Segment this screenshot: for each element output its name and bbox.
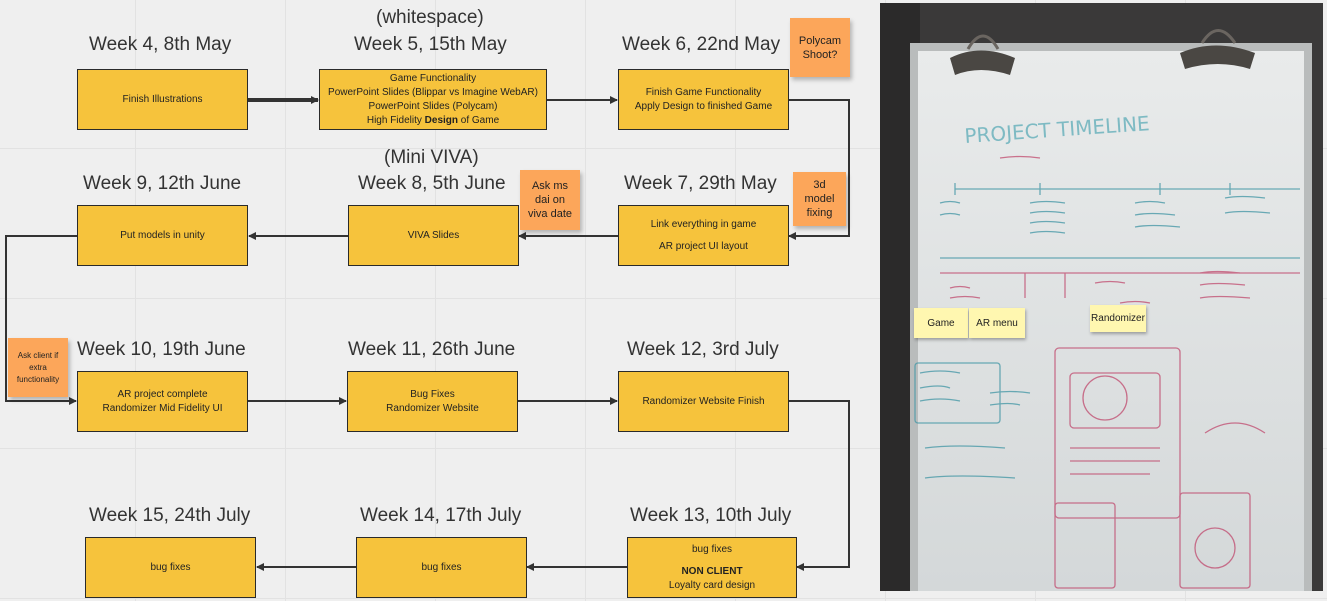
week-11-title: Week 11, 26th June <box>348 339 516 360</box>
sticky-model-fixing-line-3: fixing <box>806 207 833 219</box>
week-6-task-1: Finish Game Functionality <box>645 86 762 98</box>
photo-note-ar-menu: AR menu <box>969 308 1025 338</box>
photo-note-randomizer: Randomizer <box>1090 305 1146 332</box>
sticky-ask-client-line-1: Ask client if <box>17 350 59 360</box>
week-9-title: Week 9, 12th June <box>83 173 242 194</box>
week-8-card[interactable]: VIVA Slides <box>348 205 519 266</box>
sticky-ask-ms-dai-line-1: Ask ms <box>531 180 569 192</box>
sticky-3d-model-fixing[interactable]: 3d model fixing <box>793 172 846 226</box>
sticky-polycam[interactable]: Polycam Shoot? <box>790 18 850 77</box>
sticky-polycam-line-2: Shoot? <box>802 48 838 61</box>
week-8-annotation: (Mini VIVA) <box>384 147 479 168</box>
whiteboard-photo: PROJECT TIMELINE Game AR menu Randomizer <box>880 3 1323 591</box>
sticky-ask-ms-dai-line-3: viva date <box>527 208 573 220</box>
week-4-task: Finish Illustrations <box>122 93 203 105</box>
week-5-task-2: PowerPoint Slides (Blippar vs Imagine We… <box>328 86 538 98</box>
week-14-task: bug fixes <box>421 561 462 573</box>
week-11-task-1: Bug Fixes <box>410 388 455 400</box>
week-9-task: Put models in unity <box>120 229 205 241</box>
week-10-task-2: Randomizer Mid Fidelity UI <box>102 402 223 414</box>
week-5-title: Week 5, 15th May <box>354 34 507 55</box>
week-5-task-3: PowerPoint Slides (Polycam) <box>368 100 498 112</box>
week-10-title: Week 10, 19th June <box>77 339 246 360</box>
week-13-task-2: NON CLIENT <box>681 565 743 577</box>
week-6-card[interactable]: Finish Game Functionality Apply Design t… <box>618 69 789 130</box>
week-8-title: Week 8, 5th June <box>358 173 506 194</box>
week-15-title: Week 15, 24th July <box>89 505 251 526</box>
sticky-ask-client-line-3: functionality <box>16 374 60 384</box>
week-4-card[interactable]: Finish Illustrations <box>77 69 248 130</box>
week-5-task-1: Game Functionality <box>389 72 477 84</box>
whiteboard-photo-drawing: PROJECT TIMELINE <box>880 3 1323 591</box>
sticky-ask-ms-dai-line-2: dai on <box>535 194 565 206</box>
sticky-ask-client[interactable]: Ask client if extra functionality <box>8 338 68 397</box>
week-13-task-3: Loyalty card design <box>668 579 756 591</box>
week-11-task-2: Randomizer Website <box>386 402 479 414</box>
week-15-task: bug fixes <box>150 561 191 573</box>
week-14-title: Week 14, 17th July <box>360 505 522 526</box>
photo-note-game: Game <box>914 308 968 338</box>
week-7-card[interactable]: Link everything in game AR project UI la… <box>618 205 789 266</box>
sticky-polycam-line-1: Polycam <box>798 34 842 47</box>
connector-w9-w10 <box>5 235 77 405</box>
week-7-title: Week 7, 29th May <box>624 173 777 194</box>
week-12-task: Randomizer Website Finish <box>642 395 765 407</box>
sticky-ask-ms-dai[interactable]: Ask ms dai on viva date <box>520 170 580 230</box>
sticky-ask-client-line-2: extra <box>29 362 47 372</box>
week-10-card[interactable]: AR project complete Randomizer Mid Fidel… <box>77 371 248 432</box>
week-14-card[interactable]: bug fixes <box>356 537 527 598</box>
sticky-model-fixing-line-2: model <box>804 193 835 205</box>
week-6-title: Week 6, 22nd May <box>622 34 781 55</box>
week-12-card[interactable]: Randomizer Website Finish <box>618 371 789 432</box>
week-5-card[interactable]: Game Functionality PowerPoint Slides (Bl… <box>319 69 547 130</box>
week-5-annotation: (whitespace) <box>376 7 484 28</box>
connector-w12-w13 <box>789 400 850 571</box>
week-8-task: VIVA Slides <box>407 229 460 241</box>
week-13-task-1: bug fixes <box>691 543 733 555</box>
week-9-card[interactable]: Put models in unity <box>77 205 248 266</box>
week-13-card[interactable]: bug fixes NON CLIENT Loyalty card design <box>627 537 797 598</box>
week-13-title: Week 13, 10th July <box>630 505 792 526</box>
week-11-card[interactable]: Bug Fixes Randomizer Website <box>347 371 518 432</box>
week-4-title: Week 4, 8th May <box>89 34 232 55</box>
week-6-task-2: Apply Design to finished Game <box>634 100 773 112</box>
connector-w6-w7 <box>788 99 850 240</box>
week-10-task-1: AR project complete <box>117 388 208 400</box>
sticky-model-fixing-line-1: 3d <box>813 179 826 191</box>
week-12-title: Week 12, 3rd July <box>627 339 779 360</box>
week-7-task-1: Link everything in game <box>650 218 757 230</box>
week-5-task-4: High Fidelity Design of Game <box>366 114 500 126</box>
week-15-card[interactable]: bug fixes <box>85 537 256 598</box>
week-7-task-2: AR project UI layout <box>659 240 748 252</box>
